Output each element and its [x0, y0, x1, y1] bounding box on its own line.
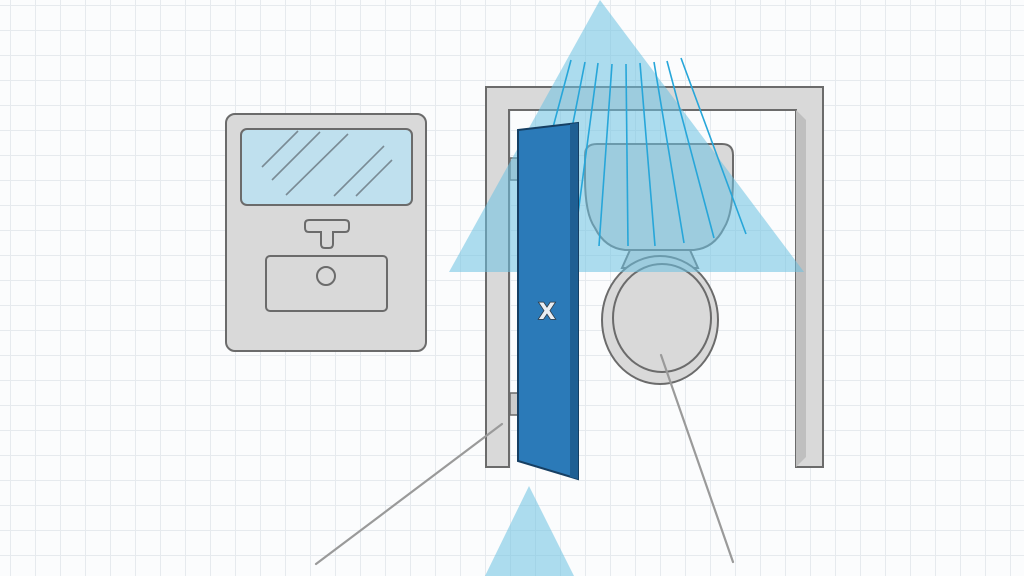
stall-frame [485, 86, 824, 468]
mirror [240, 128, 413, 206]
door-icon: X [517, 121, 579, 481]
toilet-bowl [601, 255, 719, 385]
drain-icon [316, 266, 336, 286]
leader-lines [314, 353, 735, 566]
stall-wall-shadow [796, 110, 806, 467]
door-mark: X [539, 300, 556, 325]
mirror-glass [240, 128, 413, 206]
vanity-unit [225, 113, 427, 352]
toilet-leader-line [659, 353, 735, 564]
mirror-reflection-lines [261, 130, 393, 197]
floor-light-beam [485, 486, 574, 576]
door-edge [570, 123, 578, 479]
faucet-icon [304, 219, 350, 249]
door-leader-line [314, 422, 504, 566]
